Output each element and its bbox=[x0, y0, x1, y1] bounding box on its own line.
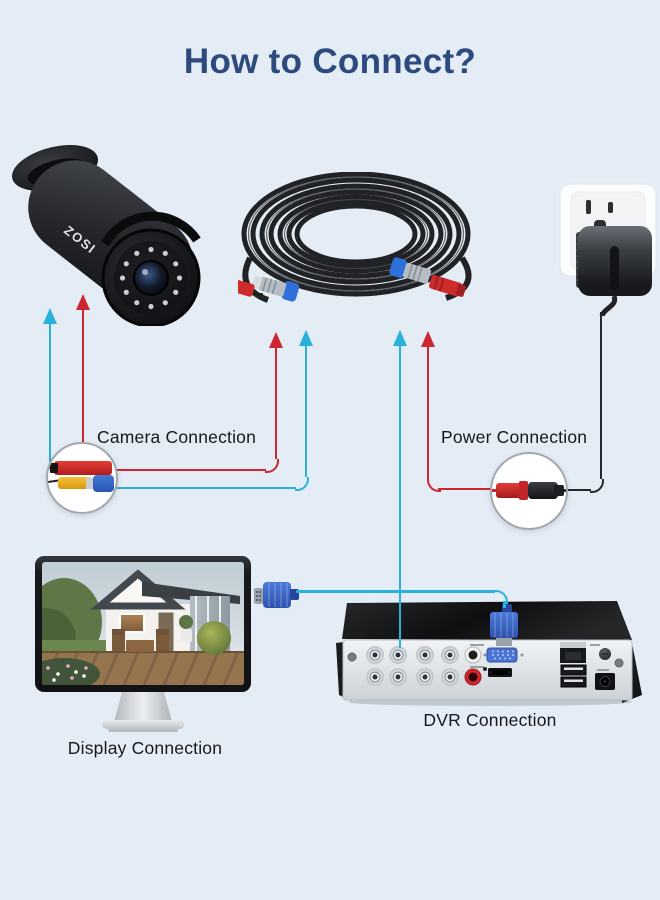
vga-cable-vertical bbox=[503, 601, 506, 608]
power-line-to-cable-right bbox=[426, 345, 429, 478]
bullet-security-camera-icon: ZOSI bbox=[12, 145, 201, 326]
power-line-to-camera bbox=[81, 308, 85, 448]
power-arrow-to-camera bbox=[76, 294, 90, 310]
bnc-metal-ring bbox=[86, 478, 96, 489]
wall-outlet-power-adapter-icon bbox=[559, 183, 657, 316]
power-line-corner-left bbox=[265, 459, 279, 473]
adapter-cable-corner bbox=[589, 479, 604, 493]
display-connection-label: Display Connection bbox=[67, 738, 223, 758]
camera-connection-label: Camera Connection bbox=[97, 427, 257, 447]
power-line-horizontal-left bbox=[106, 468, 266, 471]
power-arrow-to-cable-right bbox=[421, 331, 435, 347]
connector-tip bbox=[50, 463, 58, 473]
power-connection-inset bbox=[490, 452, 568, 530]
power-arrow-to-cable-left bbox=[269, 332, 283, 348]
video-arrow-to-cable-left bbox=[299, 330, 313, 346]
black-power-jack bbox=[528, 482, 558, 499]
video-line-to-cable-left bbox=[304, 344, 307, 477]
blue-bnc-boot bbox=[93, 475, 114, 492]
adapter-cable-vertical bbox=[599, 312, 603, 479]
page-title: How to Connect? bbox=[183, 42, 477, 81]
video-line-corner-left bbox=[295, 477, 309, 491]
vga-cable-horizontal bbox=[296, 590, 495, 593]
power-connection-label: Power Connection bbox=[441, 427, 588, 447]
vga-cable-corner bbox=[493, 590, 508, 604]
video-arrow-to-cable-right bbox=[393, 330, 407, 346]
red-power-connector bbox=[54, 461, 112, 475]
dvr-rear-panel-icon bbox=[336, 601, 642, 706]
camera-connection-inset bbox=[46, 442, 118, 514]
bnc-video-power-cable-coil-icon bbox=[238, 172, 472, 303]
power-line-horizontal-right bbox=[437, 487, 498, 490]
power-line-corner-right bbox=[426, 478, 441, 492]
desktop-monitor-icon bbox=[35, 556, 251, 732]
video-line-cable-to-dvr bbox=[398, 344, 402, 648]
yellow-connector bbox=[58, 477, 92, 489]
dvr-connection-label: DVR Connection bbox=[423, 710, 557, 730]
video-line-to-camera bbox=[48, 322, 52, 462]
jack-boot bbox=[554, 485, 564, 496]
plug-ridge bbox=[519, 481, 528, 500]
power-line-to-cable-left bbox=[274, 346, 277, 459]
vga-connector-icon bbox=[254, 582, 299, 608]
video-arrow-to-camera bbox=[43, 308, 57, 324]
adapter-cable-horizontal bbox=[560, 488, 591, 491]
video-line-horizontal-left bbox=[104, 486, 296, 489]
